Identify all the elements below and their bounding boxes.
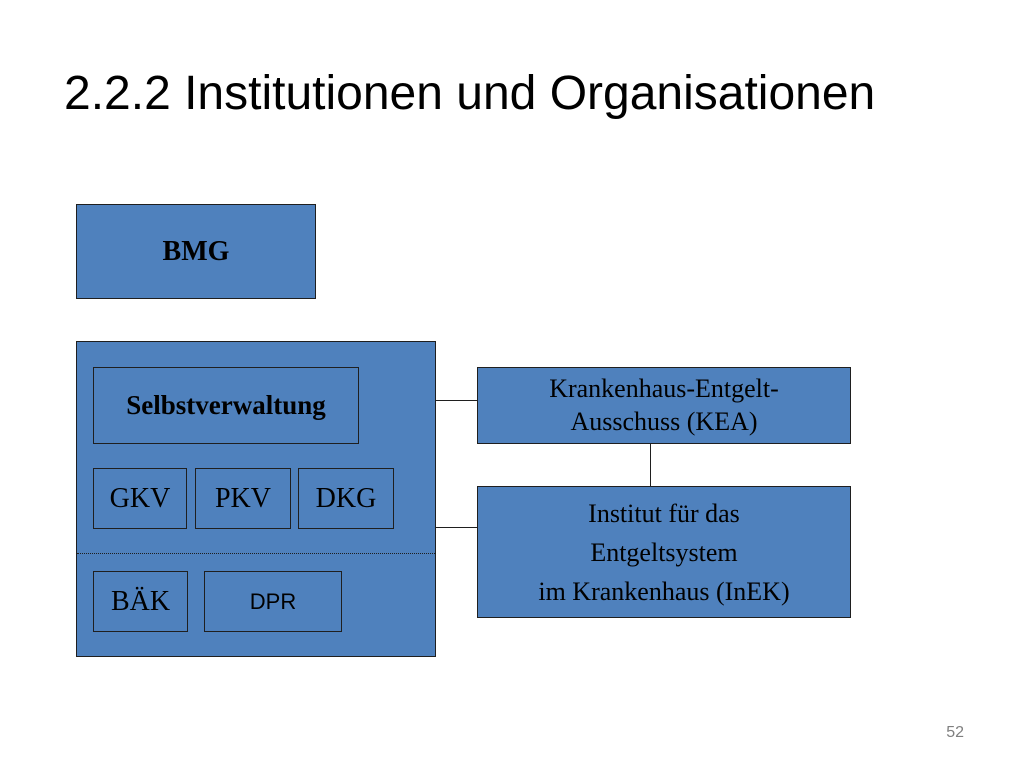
bmg-box: BMG bbox=[76, 204, 316, 299]
gkv-box: GKV bbox=[93, 468, 187, 529]
kea-box: Krankenhaus-Entgelt- Ausschuss (KEA) bbox=[477, 367, 851, 444]
group-divider bbox=[77, 553, 435, 554]
pkv-box: PKV bbox=[195, 468, 291, 529]
inek-box: Institut für das Entgeltsystem im Kranke… bbox=[477, 486, 851, 618]
connector-group-kea bbox=[436, 400, 477, 401]
connector-kea-inek bbox=[650, 444, 651, 496]
connector-group-inek bbox=[436, 527, 477, 528]
selbstverwaltung-box: Selbstverwaltung bbox=[93, 367, 359, 444]
slide-title: 2.2.2 Institutionen und Organisationen bbox=[64, 67, 876, 120]
baek-box: BÄK bbox=[93, 571, 188, 632]
page-number: 52 bbox=[946, 724, 964, 741]
dkg-box: DKG bbox=[298, 468, 394, 529]
dpr-box: DPR bbox=[204, 571, 342, 632]
